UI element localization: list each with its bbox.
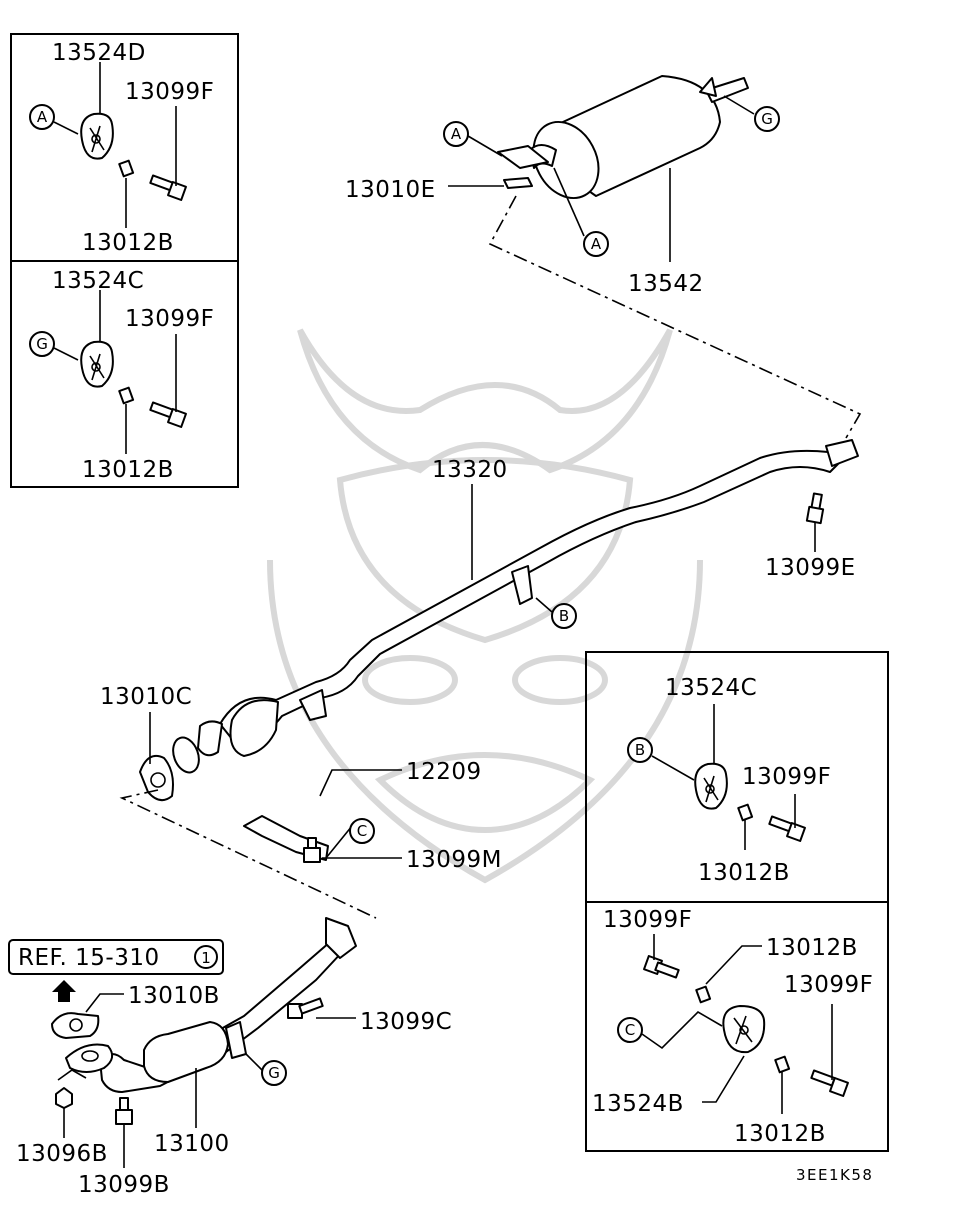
gasket-13010b [51,1012,100,1039]
callout-c: C [357,822,367,840]
label-13099f: 13099F [125,306,214,332]
inset-box-hanger-b: B 13524C 13099F 13012B [585,651,889,903]
bolt-13099m [303,837,321,863]
bolt-13099f-3 [768,815,806,842]
callout-g: G [761,110,773,128]
inset-box-hanger-a: A 13524D 13099F 13012B [10,33,239,262]
callout-a: A [37,108,48,126]
label-13099f: 13099F [125,79,214,105]
callout-g: G [268,1064,280,1082]
rubber-hanger-13524d [80,112,114,160]
callout-b: B [635,741,645,759]
rubber-hanger-13524b [722,1005,766,1054]
label-13012b: 13012B [82,230,174,256]
bolt-13099f-2 [149,401,187,428]
bolt-13099b [115,1097,133,1125]
label-13099m: 13099M [406,847,502,873]
watermark-emblem [267,328,703,884]
bolt-13099c [287,997,324,1019]
label-13320: 13320 [432,457,508,483]
label-13524d: 13524D [52,40,146,66]
label-13100: 13100 [154,1131,230,1157]
label-13096b: 13096B [16,1141,108,1167]
bolt-13099f-5 [810,1069,849,1097]
reference-text: REF. 15-310 [18,945,160,971]
bolt-13099f-4 [643,955,680,979]
front-pipe-13100 [65,917,357,1093]
label-13099f: 13099F [603,907,692,933]
bolt-13099e [805,492,825,525]
inset-box-hanger-c: 13099F 13012B C 13524B 13012B 13099F [585,901,889,1152]
main-muffler-13542 [497,75,749,200]
label-13012b: 13012B [766,935,858,961]
label-13010b: 13010B [128,983,220,1009]
label-13010e: 13010E [345,177,436,203]
label-13099f: 13099F [784,972,873,998]
center-pipe-13320 [172,439,859,774]
reference-box: REF. 15-310 1 [8,939,224,975]
label-13099c: 13099C [360,1009,452,1035]
label-13542: 13542 [628,271,704,297]
label-13099f: 13099F [742,764,831,790]
reference-number: 1 [201,949,211,967]
label-13524c: 13524C [665,675,757,701]
rubber-hanger-13524c [694,762,728,810]
label-13099b: 13099B [78,1172,170,1198]
callout-g: G [36,335,48,353]
label-13099e: 13099E [765,555,856,581]
assembly-line-front [119,789,377,919]
callout-c: C [625,1021,635,1039]
label-13524b: 13524B [592,1091,684,1117]
label-13012b: 13012B [734,1121,826,1147]
label-13010c: 13010C [100,684,192,710]
rubber-hanger-13524c [80,340,114,388]
diagram-code: 3EE1K58 [796,1166,873,1184]
up-arrow-icon [52,980,76,1002]
callout-b: B [559,607,569,625]
nut-13096b [55,1087,73,1109]
label-13012b: 13012B [82,457,174,483]
bolt-13099f-1 [149,174,187,201]
label-12209: 12209 [406,759,482,785]
label-13524c: 13524C [52,268,144,294]
inset-box-hanger-g: G 13524C 13099F 13012B [10,260,239,488]
assembly-line [488,195,862,439]
label-13012b: 13012B [698,860,790,886]
callout-a: A [451,125,462,143]
callout-a: A [591,235,602,253]
